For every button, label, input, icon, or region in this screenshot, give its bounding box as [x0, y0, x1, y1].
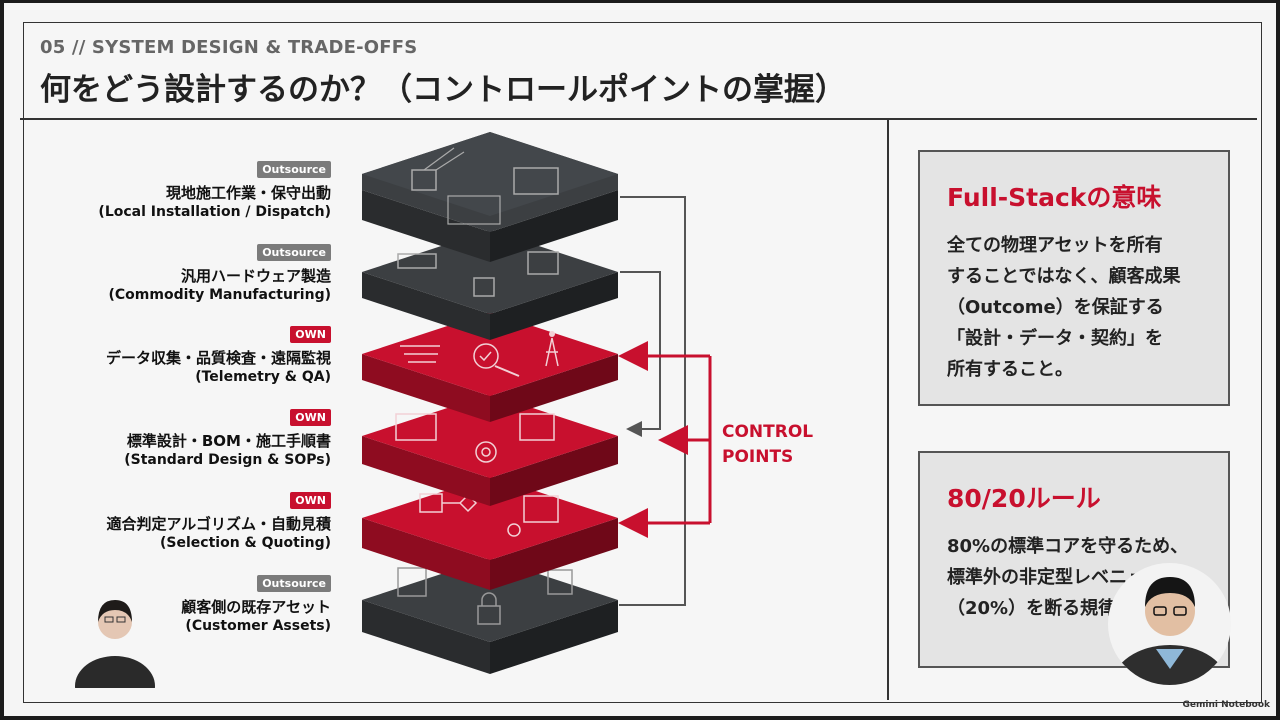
layer-manufacturing — [362, 230, 618, 340]
card-body: 全ての物理アセットを所有 することではなく、顧客成果 （Outcome）を保証す… — [947, 235, 1181, 380]
speaker-video-left[interactable] — [72, 594, 158, 688]
card-title: 80/20ルール — [947, 484, 1101, 513]
grid-icon — [447, 195, 501, 225]
layer-customer-assets — [362, 558, 618, 674]
layer-label-assets: Outsource 顧客側の既存アセット (Customer Assets) — [1, 572, 331, 636]
layer-jp-label: 適合判定アルゴリズム・自動見積 — [106, 515, 331, 533]
slide-title: 何をどう設計するのか？（コントロールポイントの掌握） — [40, 72, 846, 108]
card-full-stack: Full-Stackの意味 全ての物理アセットを所有 することではなく、顧客成果… — [918, 150, 1230, 406]
layer-label-manufacturing: Outsource 汎用ハードウェア製造 (Commodity Manufact… — [1, 241, 331, 305]
antenna-icon — [545, 337, 559, 367]
control-points-label: CONTROL POINTS — [722, 420, 813, 470]
layer-en-label: (Local Installation / Dispatch) — [98, 204, 331, 220]
own-badge: OWN — [290, 326, 331, 343]
blueprint-icon — [395, 413, 437, 441]
outsource-badge: Outsource — [257, 244, 331, 261]
speaker-video-right[interactable] — [1108, 563, 1231, 685]
brand-label: Gemini Notebook — [1182, 700, 1271, 710]
layer-jp-label: 現地施工作業・保守出動 — [165, 184, 331, 202]
lock-icon — [477, 605, 501, 625]
layer-label-dispatch: Outsource 現地施工作業・保守出動 (Local Installatio… — [1, 158, 331, 222]
layer-jp-label: 顧客側の既存アセット — [181, 598, 331, 616]
outsource-badge: Outsource — [257, 575, 331, 592]
gemini-notebook-logo: Gemini Notebook — [1183, 700, 1271, 710]
card-title: Full-Stackの意味 — [947, 183, 1162, 212]
own-badge: OWN — [290, 409, 331, 426]
layer-en-label: (Commodity Manufacturing) — [108, 287, 332, 303]
layer-selection-quoting — [362, 476, 618, 590]
layer-en-label: (Standard Design & SOPs) — [124, 452, 331, 468]
gear-icon — [475, 441, 497, 463]
layer-jp-label: データ収集・品質検査・遠隔監視 — [105, 349, 331, 367]
header-divider — [20, 118, 1257, 120]
layer-installation — [362, 132, 618, 262]
manufacturing-connector — [620, 271, 661, 437]
outsource-badge: Outsource — [257, 161, 331, 178]
section-subtitle: 05 // SYSTEM DESIGN & TRADE-OFFS — [40, 37, 418, 58]
layer-standard-design — [362, 394, 618, 506]
document-icon — [519, 413, 555, 441]
layer-label-quoting: OWN 適合判定アルゴリズム・自動見積 (Selection & Quoting… — [1, 489, 331, 553]
layer-label-design: OWN 標準設計・BOM・施工手順書 (Standard Design & SO… — [1, 406, 331, 470]
control-points-line1: CONTROL — [722, 422, 814, 442]
card-body: 80%の標準コアを守るため、 標準外の非定型レベニュー （20%）を断る規律が — [947, 536, 1189, 619]
chip-icon — [527, 251, 559, 275]
layer-jp-label: 汎用ハードウェア製造 — [180, 267, 331, 285]
layer-en-label: (Selection & Quoting) — [160, 535, 331, 551]
calculator-icon — [523, 495, 559, 523]
layer-telemetry — [362, 312, 618, 422]
floorplan-icon — [513, 167, 559, 195]
control-points-line2: POINTS — [722, 447, 794, 467]
ram-icon — [397, 253, 437, 269]
own-badge: OWN — [290, 492, 331, 509]
layer-en-label: (Telemetry & QA) — [195, 369, 331, 385]
layer-label-telemetry: OWN データ収集・品質検査・遠隔監視 (Telemetry & QA) — [1, 323, 331, 387]
layer-jp-label: 標準設計・BOM・施工手順書 — [126, 432, 331, 450]
magnifier-check-icon — [473, 343, 499, 369]
column-divider — [887, 120, 889, 700]
outsource-connector — [619, 196, 686, 606]
layer-en-label: (Customer Assets) — [185, 618, 331, 634]
